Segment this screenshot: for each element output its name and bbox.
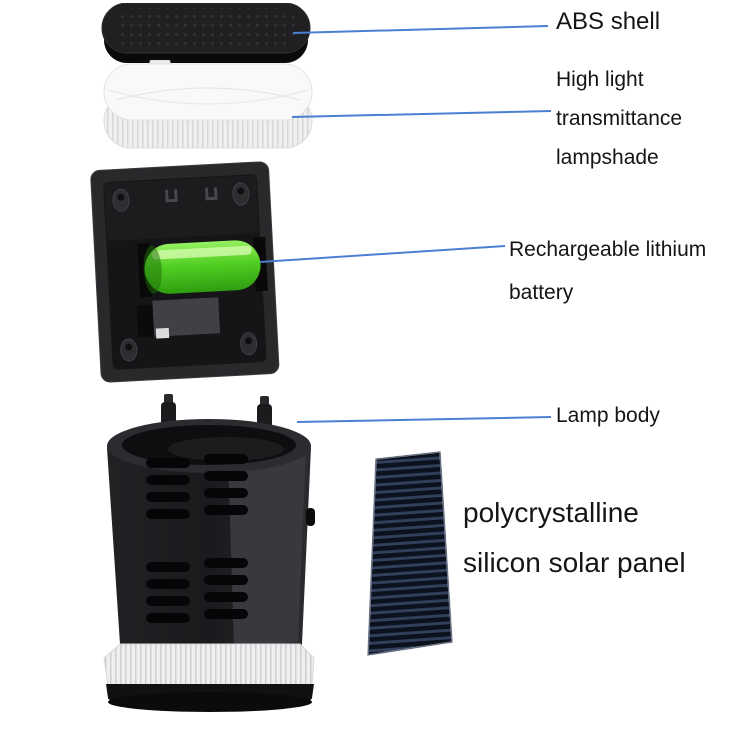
abs-shell-image [100, 3, 312, 65]
connector-line-lampshade [291, 110, 552, 118]
lamp-body-drawing [103, 394, 315, 712]
label-abs-shell-text: ABS shell [556, 8, 661, 35]
connector-line-battery [259, 245, 506, 263]
label-lampshade: High light transmittance lampshade [556, 60, 682, 177]
abs-shell-drawing [101, 3, 311, 63]
side-button [306, 508, 315, 526]
connector-line-abs-shell [292, 25, 549, 34]
solar-panel-drawing [367, 451, 453, 656]
label-solar-panel-line-2: silicon solar panel [463, 547, 686, 578]
label-lampshade-line-3: lampshade [556, 146, 659, 169]
battery-image [143, 240, 261, 294]
label-solar-panel-line-1: polycrystalline [463, 497, 639, 528]
label-battery-line-1: Rechargeable lithium [509, 238, 707, 261]
label-battery: Rechargeable lithium battery [509, 228, 706, 314]
vent-slots [146, 454, 248, 623]
connector-line-lamp-body [296, 416, 552, 423]
label-battery-line-2: battery [509, 281, 574, 304]
label-lamp-body-text: Lamp body [556, 404, 660, 427]
battery-compartment-drawing [90, 161, 280, 383]
lampshade-drawing [103, 60, 313, 149]
battery-compartment-image [89, 160, 280, 389]
label-abs-shell: ABS shell [556, 8, 660, 36]
label-lampshade-line-1: High light [556, 68, 644, 91]
label-lampshade-line-2: transmittance [556, 107, 683, 130]
lamp-body-image [100, 392, 320, 714]
label-lamp-body: Lamp body [556, 404, 660, 428]
lampshade-image [102, 60, 314, 152]
label-solar-panel: polycrystalline silicon solar panel [463, 488, 686, 588]
solar-panel-image [360, 450, 460, 665]
